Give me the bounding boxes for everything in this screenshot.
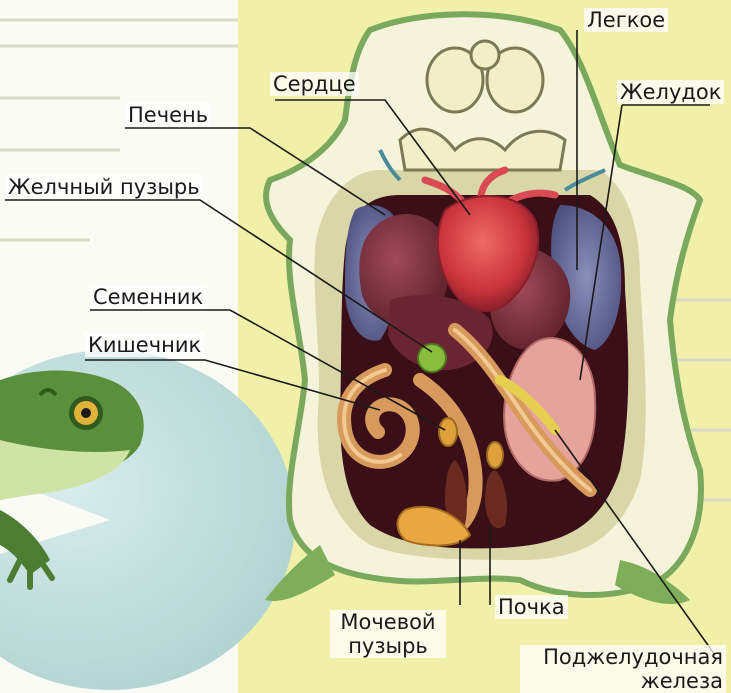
label-stomach: Желудок <box>617 80 724 104</box>
testis-left <box>439 418 457 446</box>
label-gallbladder: Желчный пузырь <box>5 175 203 199</box>
label-intestine: Кишечник <box>85 333 204 357</box>
label-pancreas: Поджелудочная железа <box>520 645 726 693</box>
label-testis: Семенник <box>90 285 206 309</box>
label-kidney: Почка <box>495 595 568 619</box>
label-pancreas-line1: Поджелудочная <box>523 645 723 669</box>
label-urinary-bladder-line1: Мочевой <box>333 610 443 634</box>
gall-bladder <box>418 344 446 372</box>
label-liver: Печень <box>125 103 211 127</box>
label-pancreas-line2: железа <box>523 669 723 693</box>
testis-right <box>487 442 503 468</box>
label-heart: Сердце <box>270 72 359 96</box>
label-urinary-bladder-line2: пузырь <box>333 634 443 658</box>
label-lung: Легкое <box>584 8 668 32</box>
label-urinary-bladder: Мочевой пузырь <box>330 610 446 658</box>
